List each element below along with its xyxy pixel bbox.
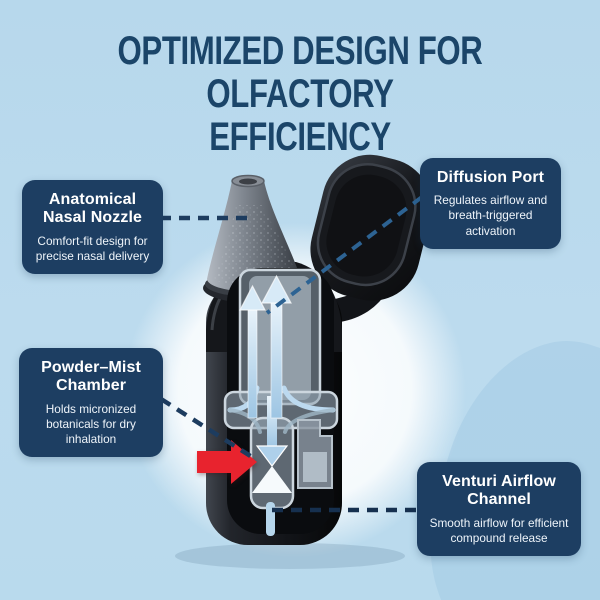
callout-heading: Powder–Mist Chamber bbox=[41, 359, 141, 395]
callout-heading: Diffusion Port bbox=[436, 169, 545, 186]
callout-anatomical-nasal-nozzle: Anatomical Nasal Nozzle Comfort-fit desi… bbox=[22, 180, 163, 274]
connector-diffusion bbox=[265, 195, 424, 315]
white-valve-triangle bbox=[252, 466, 292, 493]
callout-body: Comfort-fit design for precise nasal del… bbox=[35, 233, 150, 263]
page-title: OPTIMIZED DESIGN FOR OLFACTORY EFFICIENC… bbox=[27, 29, 573, 160]
page-title-line2: EFFICIENCY bbox=[209, 115, 391, 160]
bottom-airflow-stem bbox=[266, 502, 275, 536]
callout-venturi-airflow-channel: Venturi Airflow Channel Smooth airflow f… bbox=[417, 462, 581, 556]
callout-heading: Venturi Airflow Channel bbox=[442, 473, 556, 509]
airflow-down-arrow bbox=[255, 396, 289, 467]
internal-channels bbox=[223, 268, 339, 536]
nozzle-tip-opening bbox=[239, 178, 257, 185]
powder-block bbox=[297, 419, 333, 489]
nozzle-mist-texture bbox=[214, 205, 298, 287]
airflow-up-arrows bbox=[239, 274, 293, 419]
device-shadow bbox=[175, 543, 405, 569]
callout-body: Regulates airflow and breath-triggered a… bbox=[433, 193, 548, 238]
callout-body: Smooth airflow for efficient compound re… bbox=[429, 515, 569, 545]
callout-heading: Anatomical Nasal Nozzle bbox=[42, 191, 142, 227]
callout-diffusion-port: Diffusion Port Regulates airflow and bre… bbox=[420, 158, 561, 249]
callout-body: Holds micronized botanicals for dry inha… bbox=[45, 401, 137, 446]
callout-powder-mist-chamber: Powder–Mist Chamber Holds micronized bot… bbox=[19, 348, 163, 458]
page-title-line1: OPTIMIZED DESIGN FOR OLFACTORY bbox=[117, 29, 483, 117]
